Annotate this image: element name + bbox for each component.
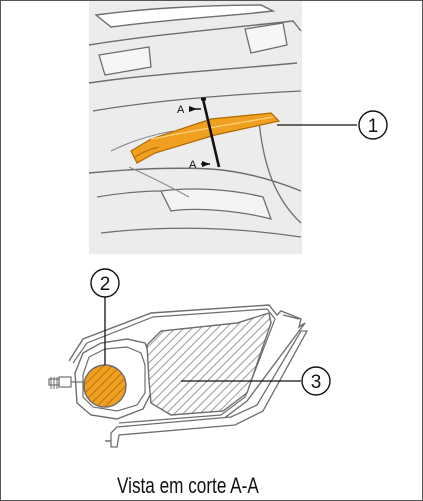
section-label-bottom: A xyxy=(189,159,197,171)
callout-3-number: 3 xyxy=(311,372,322,393)
callout-1-circle xyxy=(358,110,388,140)
callout-2-number: 2 xyxy=(100,274,111,295)
section-line-a-a xyxy=(201,98,221,168)
cross-section-illustration xyxy=(48,304,309,448)
section-view-caption: Vista em corte A-A xyxy=(117,473,259,498)
highlighted-trim-part xyxy=(130,112,281,164)
callout-3-circle xyxy=(301,366,331,396)
vehicle-interior-illustration xyxy=(89,4,302,238)
section-label-top: A xyxy=(177,104,185,116)
callout-1-number: 1 xyxy=(368,116,379,137)
callout-2-circle xyxy=(90,268,120,298)
